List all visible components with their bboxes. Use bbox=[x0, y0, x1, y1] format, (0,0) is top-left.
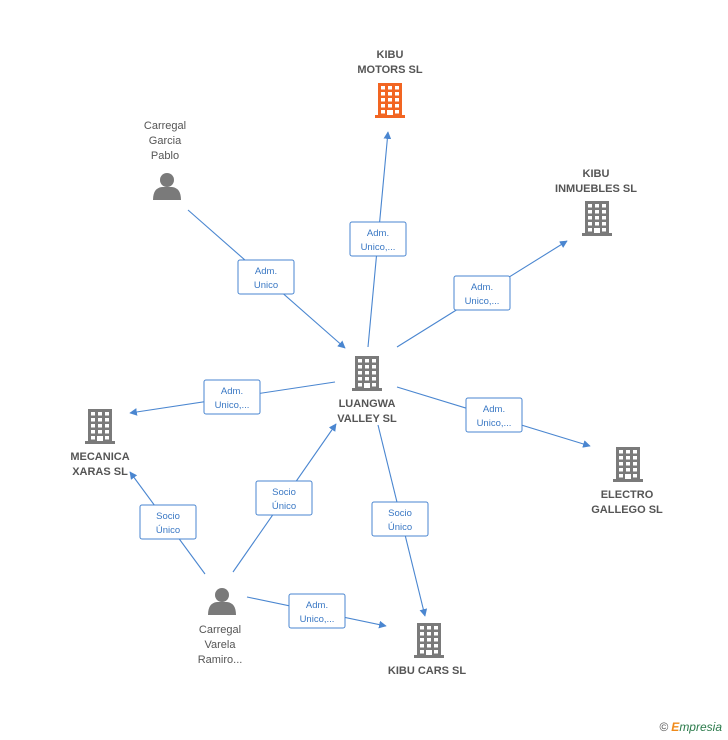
node-label: INMUEBLES SL bbox=[555, 183, 637, 195]
edge-label-box bbox=[453, 275, 511, 311]
node-luangwa[interactable]: LUANGWA VALLEY SL bbox=[337, 356, 397, 425]
node-label: LUANGWA bbox=[339, 398, 396, 410]
edge-label-text: Adm. bbox=[471, 282, 493, 293]
node-kibu-cars[interactable]: KIBU CARS SL bbox=[388, 623, 467, 677]
node-mecanica-xaras[interactable]: MECANICA XARAS SL bbox=[70, 409, 130, 478]
edge-label-box bbox=[237, 259, 295, 295]
edge-label-box bbox=[139, 504, 197, 540]
edge-label-text: Único bbox=[156, 525, 180, 536]
node-carregal-ramiro[interactable]: CarregalVarelaRamiro... bbox=[198, 588, 243, 666]
node-label: Ramiro... bbox=[198, 654, 243, 666]
node-label: GALLEGO SL bbox=[591, 504, 663, 516]
edge-label-text: Adm. bbox=[483, 404, 505, 415]
node-electro-gallego[interactable]: ELECTRO GALLEGO SL bbox=[591, 447, 663, 516]
building-icon bbox=[352, 356, 382, 391]
node-kibu-motors[interactable]: KIBU MOTORS SL bbox=[357, 49, 423, 118]
edge-label-text: Socio bbox=[388, 508, 412, 519]
edge-label-text: Unico,... bbox=[477, 418, 512, 429]
edge-luangwa-to-mecanica_xaras: Adm. Unico,... bbox=[129, 379, 336, 416]
person-icon bbox=[153, 173, 181, 200]
edge-label-text: Unico,... bbox=[361, 242, 396, 253]
edge-label-text: Socio bbox=[156, 511, 180, 522]
node-label: Garcia bbox=[149, 135, 182, 147]
node-label: Pablo bbox=[151, 150, 179, 162]
node-label: VALLEY SL bbox=[337, 413, 397, 425]
edge-luangwa-to-kibu_inmuebles: Adm. Unico,... bbox=[396, 240, 568, 348]
edge-label[interactable]: Adm. Unico,... bbox=[288, 593, 346, 629]
building-icon bbox=[375, 83, 405, 118]
edge-label-box bbox=[465, 397, 523, 433]
edge-label-text: Adm. bbox=[255, 266, 277, 277]
edge-label-text: Adm. bbox=[306, 600, 328, 611]
edge-label[interactable]: Adm. Unico,... bbox=[465, 397, 523, 433]
node-label: MECANICA bbox=[70, 451, 129, 463]
building-icon bbox=[414, 623, 444, 658]
edge-label-text: Unico,... bbox=[300, 614, 335, 625]
brand-name: mpresia bbox=[679, 720, 722, 734]
edge-label[interactable]: Adm. Unico,... bbox=[203, 379, 261, 415]
node-label: Varela bbox=[205, 639, 237, 651]
edge-label-text: Socio bbox=[272, 487, 296, 498]
copyright-icon: © bbox=[659, 720, 669, 734]
building-icon bbox=[613, 447, 643, 482]
node-label: KIBU CARS SL bbox=[388, 665, 467, 677]
building-icon bbox=[85, 409, 115, 444]
edge-label[interactable]: Adm. Unico bbox=[237, 259, 295, 295]
brand-initial: E bbox=[671, 720, 680, 734]
edge-label-text: Adm. bbox=[221, 386, 243, 397]
node-label: MOTORS SL bbox=[357, 64, 422, 76]
edge-carregal_pablo-to-luangwa: Adm. Unico bbox=[187, 209, 346, 349]
edge-carregal_ramiro-to-kibu_cars: Adm. Unico,... bbox=[246, 593, 387, 629]
node-label: KIBU bbox=[583, 168, 610, 180]
edge-luangwa-to-electro_gallego: Adm. Unico,... bbox=[396, 386, 591, 448]
edge-label-box bbox=[203, 379, 261, 415]
edge-label[interactable]: Adm. Unico,... bbox=[453, 275, 511, 311]
edge-label-text: Adm. bbox=[367, 228, 389, 239]
node-kibu-inmuebles[interactable]: KIBU INMUEBLES SL bbox=[555, 168, 637, 236]
edge-label-text: Unico,... bbox=[215, 400, 250, 411]
edge-label-text: Único bbox=[388, 522, 412, 533]
edge-label-text: Único bbox=[272, 501, 296, 512]
edge-label-box bbox=[288, 593, 346, 629]
building-icon bbox=[582, 201, 612, 236]
node-label: Carregal bbox=[199, 624, 241, 636]
edge-luangwa-to-kibu_motors: Adm. Unico,... bbox=[349, 131, 407, 348]
node-label: Carregal bbox=[144, 120, 186, 132]
edge-label-box bbox=[349, 221, 407, 257]
edge-label-box bbox=[371, 501, 429, 537]
edge-label[interactable]: Adm. Unico,... bbox=[349, 221, 407, 257]
empresia-brand[interactable]: ©Empresia bbox=[659, 720, 722, 734]
node-label: XARAS SL bbox=[72, 466, 128, 478]
person-icon bbox=[208, 588, 236, 615]
edge-label-text: Unico bbox=[254, 280, 278, 291]
edge-label-box bbox=[255, 480, 313, 516]
node-label: KIBU bbox=[377, 49, 404, 61]
node-label: ELECTRO bbox=[601, 489, 654, 501]
edge-label-text: Unico,... bbox=[465, 296, 500, 307]
